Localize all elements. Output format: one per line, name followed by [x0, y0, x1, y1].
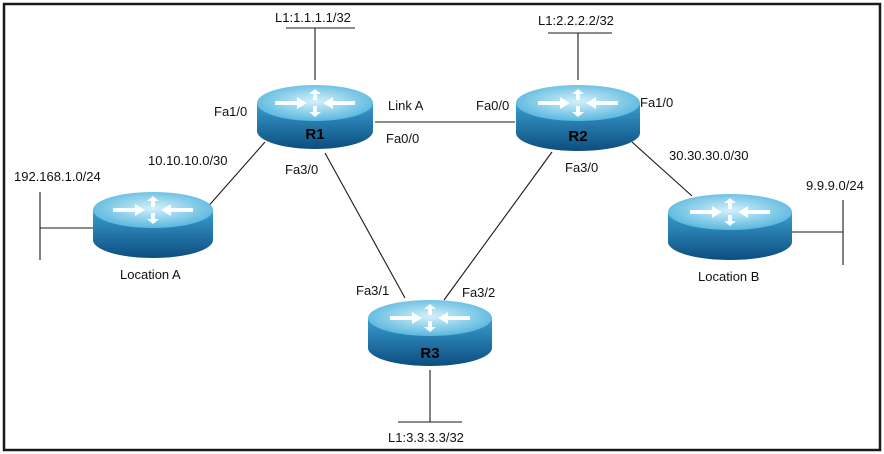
network-30-label: 30.30.30.0/30: [669, 148, 749, 163]
router-r1[interactable]: R1: [257, 85, 373, 149]
router-location-b[interactable]: [668, 194, 792, 260]
r2-fa3-0-label: Fa3/0: [565, 160, 598, 175]
r1-fa3-0-label: Fa3/0: [285, 162, 318, 177]
network-192-label: 192.168.1.0/24: [14, 169, 101, 184]
router-top: [368, 300, 492, 336]
router-top: [516, 85, 640, 121]
r2-fa1-0-label: Fa1/0: [640, 95, 673, 110]
network-10-label: 10.10.10.0/30: [148, 153, 228, 168]
link-r2-r3: [443, 151, 553, 301]
router-location-a[interactable]: [93, 192, 213, 258]
r2-fa0-0-label: Fa0/0: [476, 98, 509, 113]
r3-fa3-2-label: Fa3/2: [462, 285, 495, 300]
router-top: [257, 85, 373, 121]
r1-fa1-0-label: Fa1/0: [214, 104, 247, 119]
r2-loopback-label: L1:2.2.2.2/32: [538, 13, 614, 28]
labels: L1:1.1.1.1/32 L1:2.2.2.2/32 L1:3.3.3.3/3…: [14, 10, 864, 445]
router-label: R1: [305, 126, 324, 143]
r3-loopback-label: L1:3.3.3.3/32: [388, 430, 464, 445]
router-top: [93, 192, 213, 228]
router-r3[interactable]: R3: [368, 300, 492, 366]
location-a-label: Location A: [120, 267, 181, 282]
router-r2[interactable]: R2: [516, 85, 640, 151]
router-label: R3: [420, 345, 439, 362]
link-r2-location-b: [631, 141, 693, 197]
link-r1-r3: [324, 152, 406, 299]
router-top: [668, 194, 792, 230]
router-label: R2: [568, 128, 587, 145]
links: [39, 27, 844, 423]
r1-loopback-label: L1:1.1.1.1/32: [275, 10, 351, 25]
link-a-label: Link A: [388, 98, 424, 113]
r3-fa3-1-label: Fa3/1: [356, 283, 389, 298]
location-b-label: Location B: [698, 269, 759, 284]
r1-fa0-0-label: Fa0/0: [386, 131, 419, 146]
network-9-label: 9.9.9.0/24: [806, 178, 864, 193]
link-r1-location-a: [204, 141, 266, 211]
